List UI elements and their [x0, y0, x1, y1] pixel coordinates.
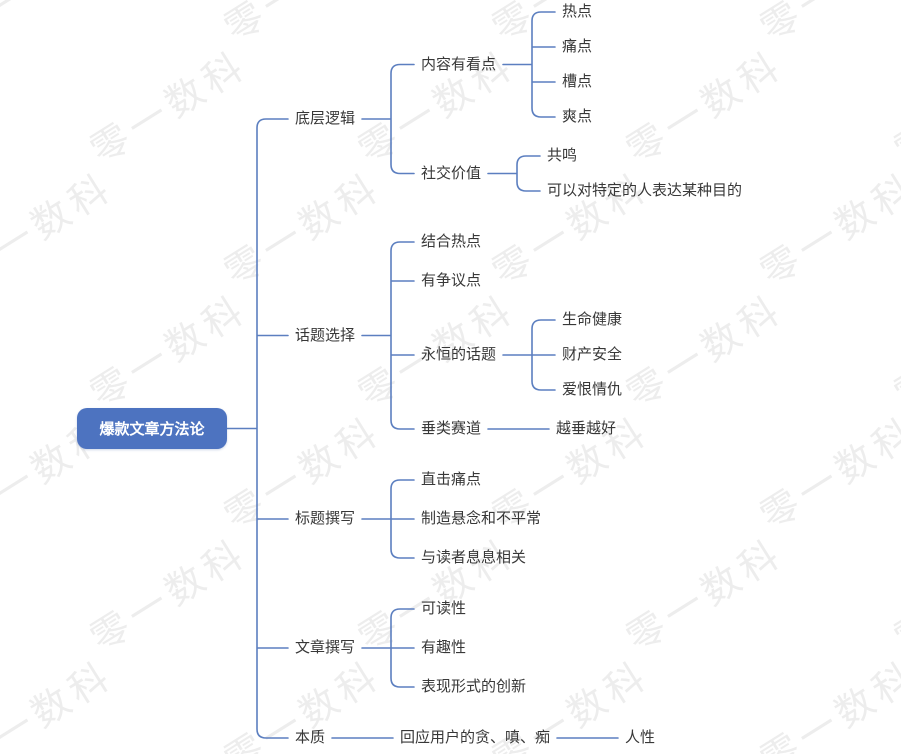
mindmap-node[interactable]: 底层逻辑 [295, 110, 356, 127]
mindmap-node[interactable]: 财产安全 [562, 346, 623, 363]
mindmap-node[interactable]: 内容有看点 [421, 55, 497, 73]
mindmap-node[interactable]: 共鸣 [547, 147, 578, 164]
mindmap-node[interactable]: 痛点 [562, 38, 593, 55]
mindmap-node[interactable]: 可读性 [421, 600, 467, 617]
mindmap-root-node[interactable]: 爆款文章方法论 [77, 408, 227, 449]
mindmap-node[interactable]: 可以对特定的人表达某种目的 [547, 182, 743, 199]
mindmap-node[interactable]: 结合热点 [421, 233, 482, 250]
mindmap-node[interactable]: 垂类赛道 [421, 420, 482, 437]
mindmap-node[interactable]: 有争议点 [421, 272, 482, 289]
mindmap-node[interactable]: 爱恨情仇 [562, 381, 623, 398]
connector-path [226, 11, 619, 739]
mindmap-node[interactable]: 槽点 [562, 73, 593, 90]
mindmap-node[interactable]: 人性 [625, 729, 656, 746]
mindmap-node[interactable]: 本质 [295, 729, 326, 746]
mindmap-node[interactable]: 话题选择 [295, 326, 356, 344]
mindmap-node[interactable]: 爽点 [562, 108, 593, 125]
mindmap-node[interactable]: 表现形式的创新 [421, 678, 527, 695]
mindmap-node[interactable]: 有趣性 [421, 639, 467, 656]
mindmap-node[interactable]: 社交价值 [421, 164, 482, 182]
mindmap-node[interactable]: 越垂越好 [556, 420, 617, 437]
mindmap-node[interactable]: 与读者息息相关 [421, 549, 527, 566]
mindmap-node[interactable]: 直击痛点 [421, 471, 482, 488]
mindmap-node[interactable]: 制造悬念和不平常 [421, 510, 542, 527]
mindmap-node[interactable]: 永恒的话题 [421, 346, 497, 363]
mindmap-node[interactable]: 文章撰写 [295, 639, 356, 656]
mindmap-node[interactable]: 标题撰写 [295, 510, 356, 527]
mindmap-node[interactable]: 回应用户的贪、嗔、痴 [400, 729, 551, 746]
mindmap-node[interactable]: 生命健康 [562, 311, 623, 328]
mindmap-node[interactable]: 热点 [562, 3, 593, 20]
